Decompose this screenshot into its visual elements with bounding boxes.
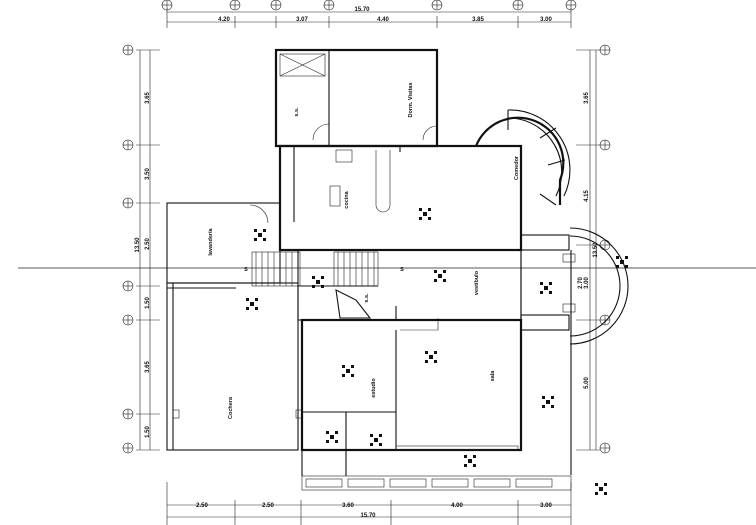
room-labels: Dorm. Visitas s.s. cocina Comedor lavand…: [208, 82, 520, 419]
bottom-dim-3: 3.60: [342, 503, 354, 509]
bottom-dim-2: 2.50: [262, 503, 274, 509]
window-strip: [301, 475, 572, 491]
bottom-dimension-line: 2.50 2.50 3.60 4.00 3.00 15.70: [166, 482, 572, 525]
left-dim-1: 3.65: [145, 92, 151, 104]
room-label-cocina: cocina: [344, 190, 350, 208]
left-dim-3: 2.50: [145, 238, 151, 250]
left-dimension-line: 3.65 3.50 2.50 1.50 3.65 1.50 13.50: [135, 49, 160, 451]
right-dimension-line: 3.65 4.15 3.00 5.00 13.50 2.70: [576, 49, 600, 451]
room-label-sala: sala: [490, 370, 496, 382]
grid-marker-left-3: [122, 197, 134, 209]
top-dim-1: 4.20: [218, 17, 230, 23]
room-label-lavanderia: lavandería: [208, 227, 214, 255]
room-label-vestibulo: vestíbulo: [474, 270, 480, 295]
grid-marker-top-5: [431, 0, 443, 11]
stair-up-mark: S: [244, 267, 248, 273]
top-total-dim: 15.70: [354, 7, 370, 13]
bottom-total-dim: 15.70: [360, 513, 376, 519]
grid-marker-right-5: [599, 442, 611, 454]
grid-marker-right-1: [599, 44, 611, 56]
left-dim-2: 3.50: [145, 168, 151, 180]
level-marker-icon: [370, 434, 382, 446]
level-marker-icon: [542, 396, 554, 408]
top-dimension-line: 15.70 4.20 3.07 4.40 3.85 3.00: [166, 7, 572, 28]
grid-marker-left-5: [122, 314, 134, 326]
top-dim-3: 4.40: [377, 17, 389, 23]
grid-markers: [122, 0, 611, 454]
grid-marker-top-6: [512, 0, 524, 11]
right-total-dim: 13.50: [593, 242, 599, 258]
level-marker-icon: [312, 276, 324, 288]
grid-marker-right-3: [599, 239, 611, 251]
level-marker-icon: [595, 483, 607, 495]
grid-marker-top-3: [270, 0, 282, 11]
grid-marker-left-7: [122, 442, 134, 454]
level-marker-icon: [616, 256, 628, 268]
stairs: [251, 251, 379, 287]
left-dim-4: 1.50: [145, 297, 151, 309]
right-dim-3b: 2.70: [578, 277, 584, 289]
level-marker-icon: [254, 229, 266, 241]
level-marker-icon: [326, 431, 338, 443]
bottom-dim-4: 4.00: [451, 503, 463, 509]
level-marker-icon: [425, 351, 437, 363]
level-marker-icon: [464, 455, 476, 467]
grid-marker-top-2: [229, 0, 241, 11]
level-marker-icon: [342, 365, 354, 377]
bottom-dim-5: 3.00: [540, 503, 552, 509]
level-marker-icon: [434, 270, 446, 282]
room-label-comedor: Comedor: [514, 155, 520, 180]
level-markers: [246, 208, 628, 495]
grid-marker-top-4: [323, 0, 335, 11]
top-dim-5: 3.00: [540, 17, 552, 23]
grid-marker-right-2: [599, 139, 611, 151]
walls: [166, 48, 629, 491]
left-total-dim: 13.50: [135, 237, 141, 253]
level-marker-icon: [419, 208, 431, 220]
room-label-bano: s.s.: [294, 107, 300, 117]
left-dim-5: 3.65: [145, 361, 151, 373]
room-label-estudio: estudio: [371, 378, 377, 398]
grid-marker-left-4: [122, 280, 134, 292]
grid-marker-left-1: [122, 44, 134, 56]
level-marker-icon: [540, 282, 552, 294]
right-dim-1: 3.65: [584, 92, 590, 104]
right-dim-3: 3.00: [584, 277, 590, 289]
grid-marker-left-2: [122, 139, 134, 151]
top-dim-2: 3.07: [296, 17, 308, 23]
grid-marker-right-4: [599, 314, 611, 326]
room-label-cochera: Cochera: [228, 396, 234, 419]
level-marker-icon: [246, 298, 258, 310]
grid-marker-left-6: [122, 408, 134, 420]
top-dim-4: 3.85: [472, 17, 484, 23]
right-dim-4: 5.00: [584, 377, 590, 389]
right-dim-2: 4.15: [584, 190, 590, 202]
left-dim-6: 1.50: [145, 426, 151, 438]
room-label-bano2: s.s.: [364, 293, 370, 303]
stair-up-mark-2: S: [400, 267, 404, 273]
bottom-dim-1: 2.50: [196, 503, 208, 509]
room-label-dorm-visitas: Dorm. Visitas: [408, 82, 414, 117]
